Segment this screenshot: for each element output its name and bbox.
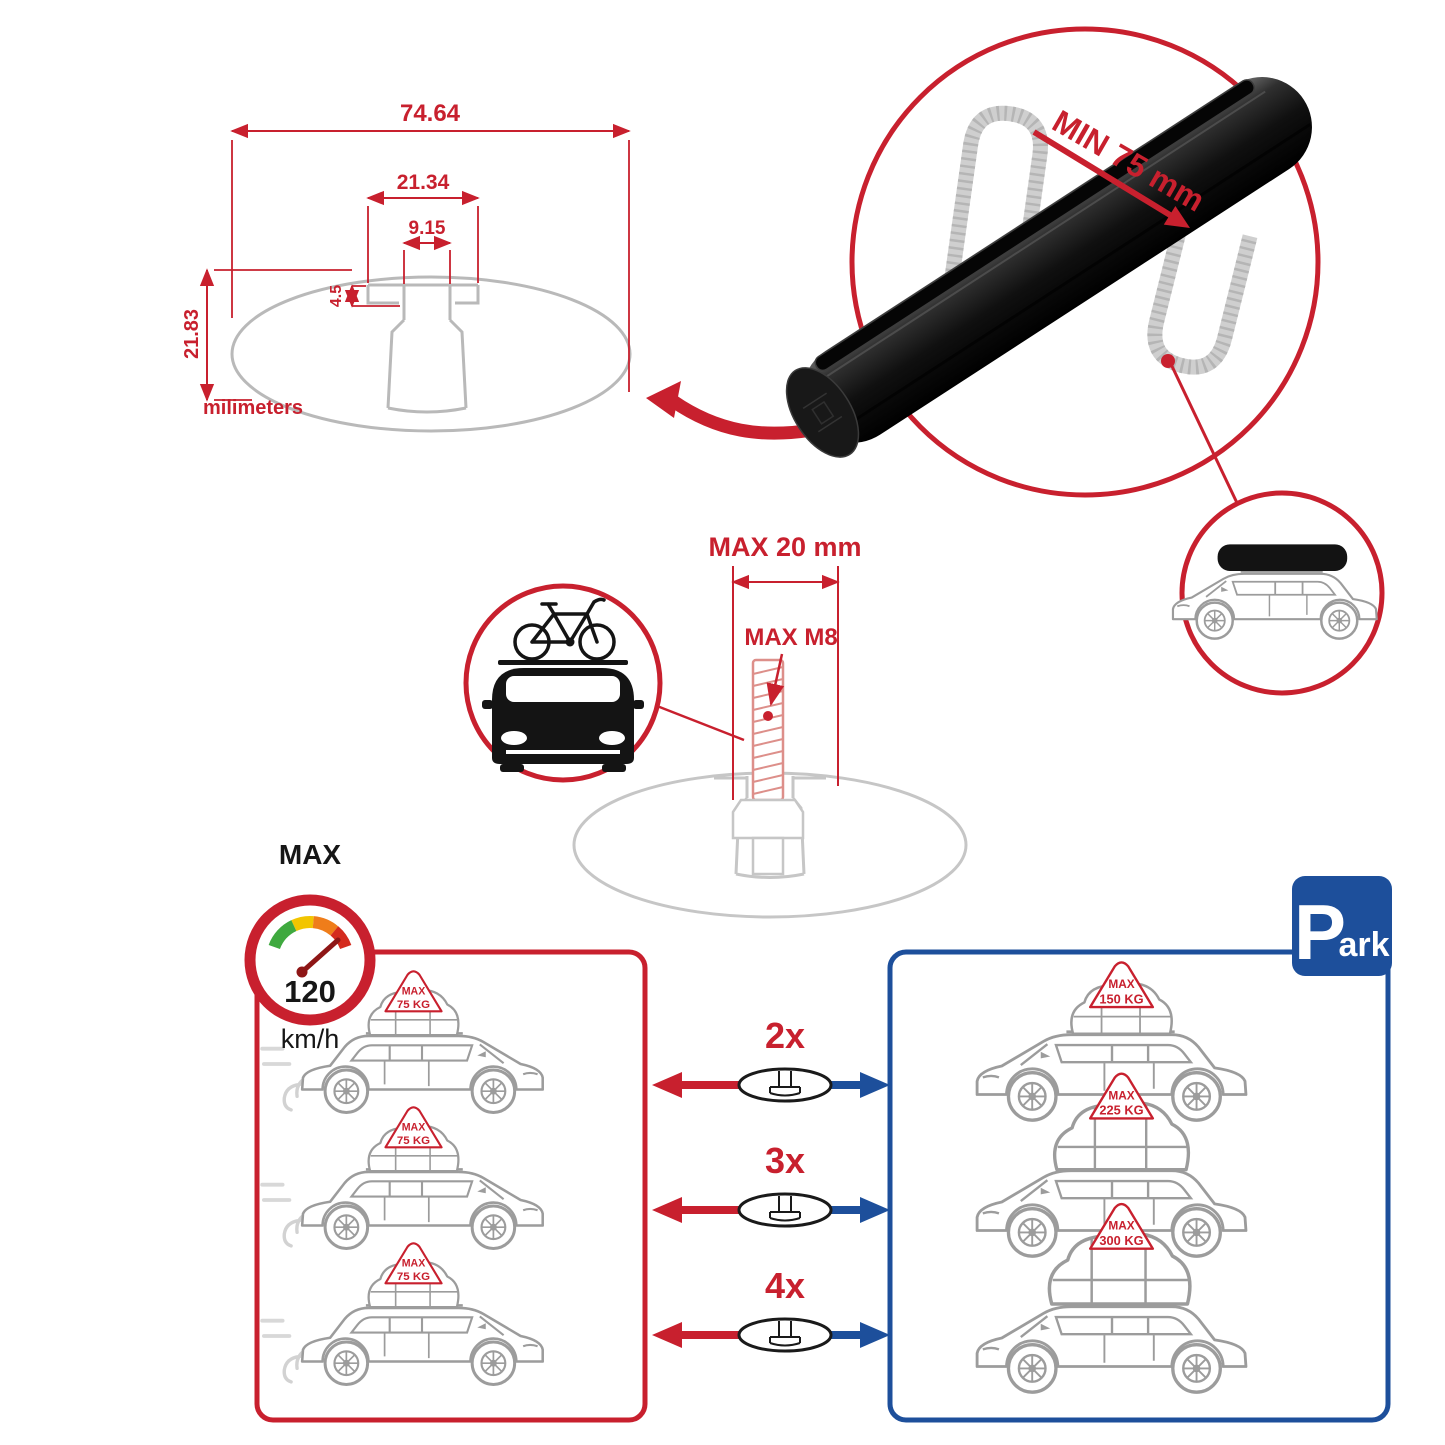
gauge-needle (299, 937, 341, 975)
blue-arrowhead-icon (860, 1322, 890, 1348)
load-badge-weight: 75 KG (397, 999, 430, 1011)
multiplier-label: 2x (765, 1015, 805, 1056)
load-badge (384, 1106, 443, 1149)
multiplier-label: 3x (765, 1140, 805, 1181)
load-badge-max: MAX (402, 1257, 426, 1269)
load-badge (1088, 961, 1155, 1009)
profile-cross-section (230, 275, 632, 433)
red-arrowhead-icon (652, 1072, 682, 1098)
max-bolt-length-label: MAX 20 mm (708, 532, 861, 562)
red-arrowhead-icon (652, 1322, 682, 1348)
speed-value: 120 (284, 974, 336, 1009)
car-load-row: MAX 225 KG (975, 1072, 1248, 1258)
load-badge (384, 970, 443, 1013)
speedometer-icon (268, 916, 352, 975)
bolt-diagram: MAX 20 mm MAX M8 (572, 532, 968, 919)
parking-sign: P ark (1292, 876, 1392, 976)
slot-outer-label: 21.34 (397, 171, 450, 194)
multiplier-row: 3x (652, 1140, 890, 1228)
speed-limit-gauge: MAX 120 km/h (244, 839, 376, 1054)
profile-dimension-diagram: 74.64 21.34 9.15 4.5 21.83 milimeters (181, 100, 819, 440)
pointer-arrowhead-icon (646, 381, 681, 418)
parking-sign-p: P (1294, 888, 1346, 976)
total-height-label: 21.83 (181, 309, 203, 359)
bike-car-badge (463, 583, 745, 783)
speed-lines-icon (260, 1046, 292, 1066)
load-badge-weight: 75 KG (397, 1135, 430, 1147)
load-badge (1088, 1202, 1155, 1250)
thread-dot (763, 711, 773, 721)
total-width-label: 74.64 (400, 100, 461, 127)
crossbar-zoom-circle: MIN 75 mm (785, 26, 1321, 498)
load-badge-weight: 75 KG (397, 1271, 430, 1283)
load-badge-max: MAX (402, 985, 426, 997)
load-badge (384, 1242, 443, 1285)
load-badge-max: MAX (1108, 977, 1134, 991)
gauge-pivot (296, 966, 308, 978)
speed-max-label: MAX (279, 839, 342, 870)
speed-unit: km/h (281, 1024, 340, 1054)
crossbar-profile-slot (769, 1321, 801, 1347)
car-load-row: MAX 75 KG (260, 1106, 545, 1250)
multiplier-row: 4x (652, 1265, 890, 1353)
crossbar-profile-icon (737, 1067, 833, 1103)
bolt-icon (731, 658, 805, 876)
profile-slot (366, 283, 480, 414)
multiplier-row: 2x (652, 1015, 890, 1103)
slot-inner-label: 9.15 (409, 218, 446, 239)
badge-connector-line (656, 704, 745, 742)
car-load-row: MAX 150 KG (975, 961, 1248, 1122)
bolt-extension-lines (732, 566, 839, 800)
thread-pointer-arrow (766, 653, 785, 707)
car-load-row: MAX 75 KG (260, 1242, 545, 1386)
blue-arrowhead-icon (860, 1197, 890, 1223)
red-arrowhead-icon (652, 1197, 682, 1223)
badge-connector-line (1168, 361, 1240, 506)
u-bolt-icon (942, 105, 1048, 296)
load-badge-max: MAX (1108, 1088, 1134, 1102)
crossbar-3d-icon (785, 77, 1312, 458)
crossbar-profile-icon (737, 1192, 833, 1228)
blue-arrowhead-icon (860, 1072, 890, 1098)
crossbar-profile-slot (769, 1196, 801, 1222)
slot-depth-label: 4.5 (328, 285, 345, 307)
pointer-arrow-shaft (666, 394, 819, 440)
car-load-row: MAX 300 KG (975, 1202, 1248, 1394)
crossbar-profile-slot (769, 1071, 801, 1097)
load-badge-max: MAX (1108, 1219, 1134, 1233)
min-clearance-arrow (1032, 129, 1172, 218)
crossbar-profile-icon (737, 1317, 833, 1353)
t-nut-icon (731, 798, 805, 840)
load-badge-weight: 150 KG (1099, 991, 1143, 1006)
suv-roofbox-icon (1171, 544, 1378, 640)
parking-sign-ark: ark (1338, 926, 1389, 964)
suv-roofbox-badge (1168, 361, 1385, 696)
load-badge (1088, 1072, 1155, 1120)
bike-on-car-icon (482, 597, 644, 772)
multiplier-label: 4x (765, 1265, 805, 1306)
load-badge-weight: 300 KG (1099, 1233, 1143, 1248)
u-bolt-icon (1147, 207, 1258, 375)
units-label: milimeters (203, 397, 303, 419)
load-badge-max: MAX (402, 1121, 426, 1133)
speed-lines-icon (260, 1182, 292, 1202)
car-load-row: MAX 75 KG (260, 970, 545, 1114)
max-thread-label: MAX M8 (744, 624, 837, 651)
speed-lines-icon (260, 1318, 292, 1338)
min-clearance-arrowhead-icon (1163, 206, 1190, 228)
load-badge-weight: 225 KG (1099, 1103, 1143, 1118)
